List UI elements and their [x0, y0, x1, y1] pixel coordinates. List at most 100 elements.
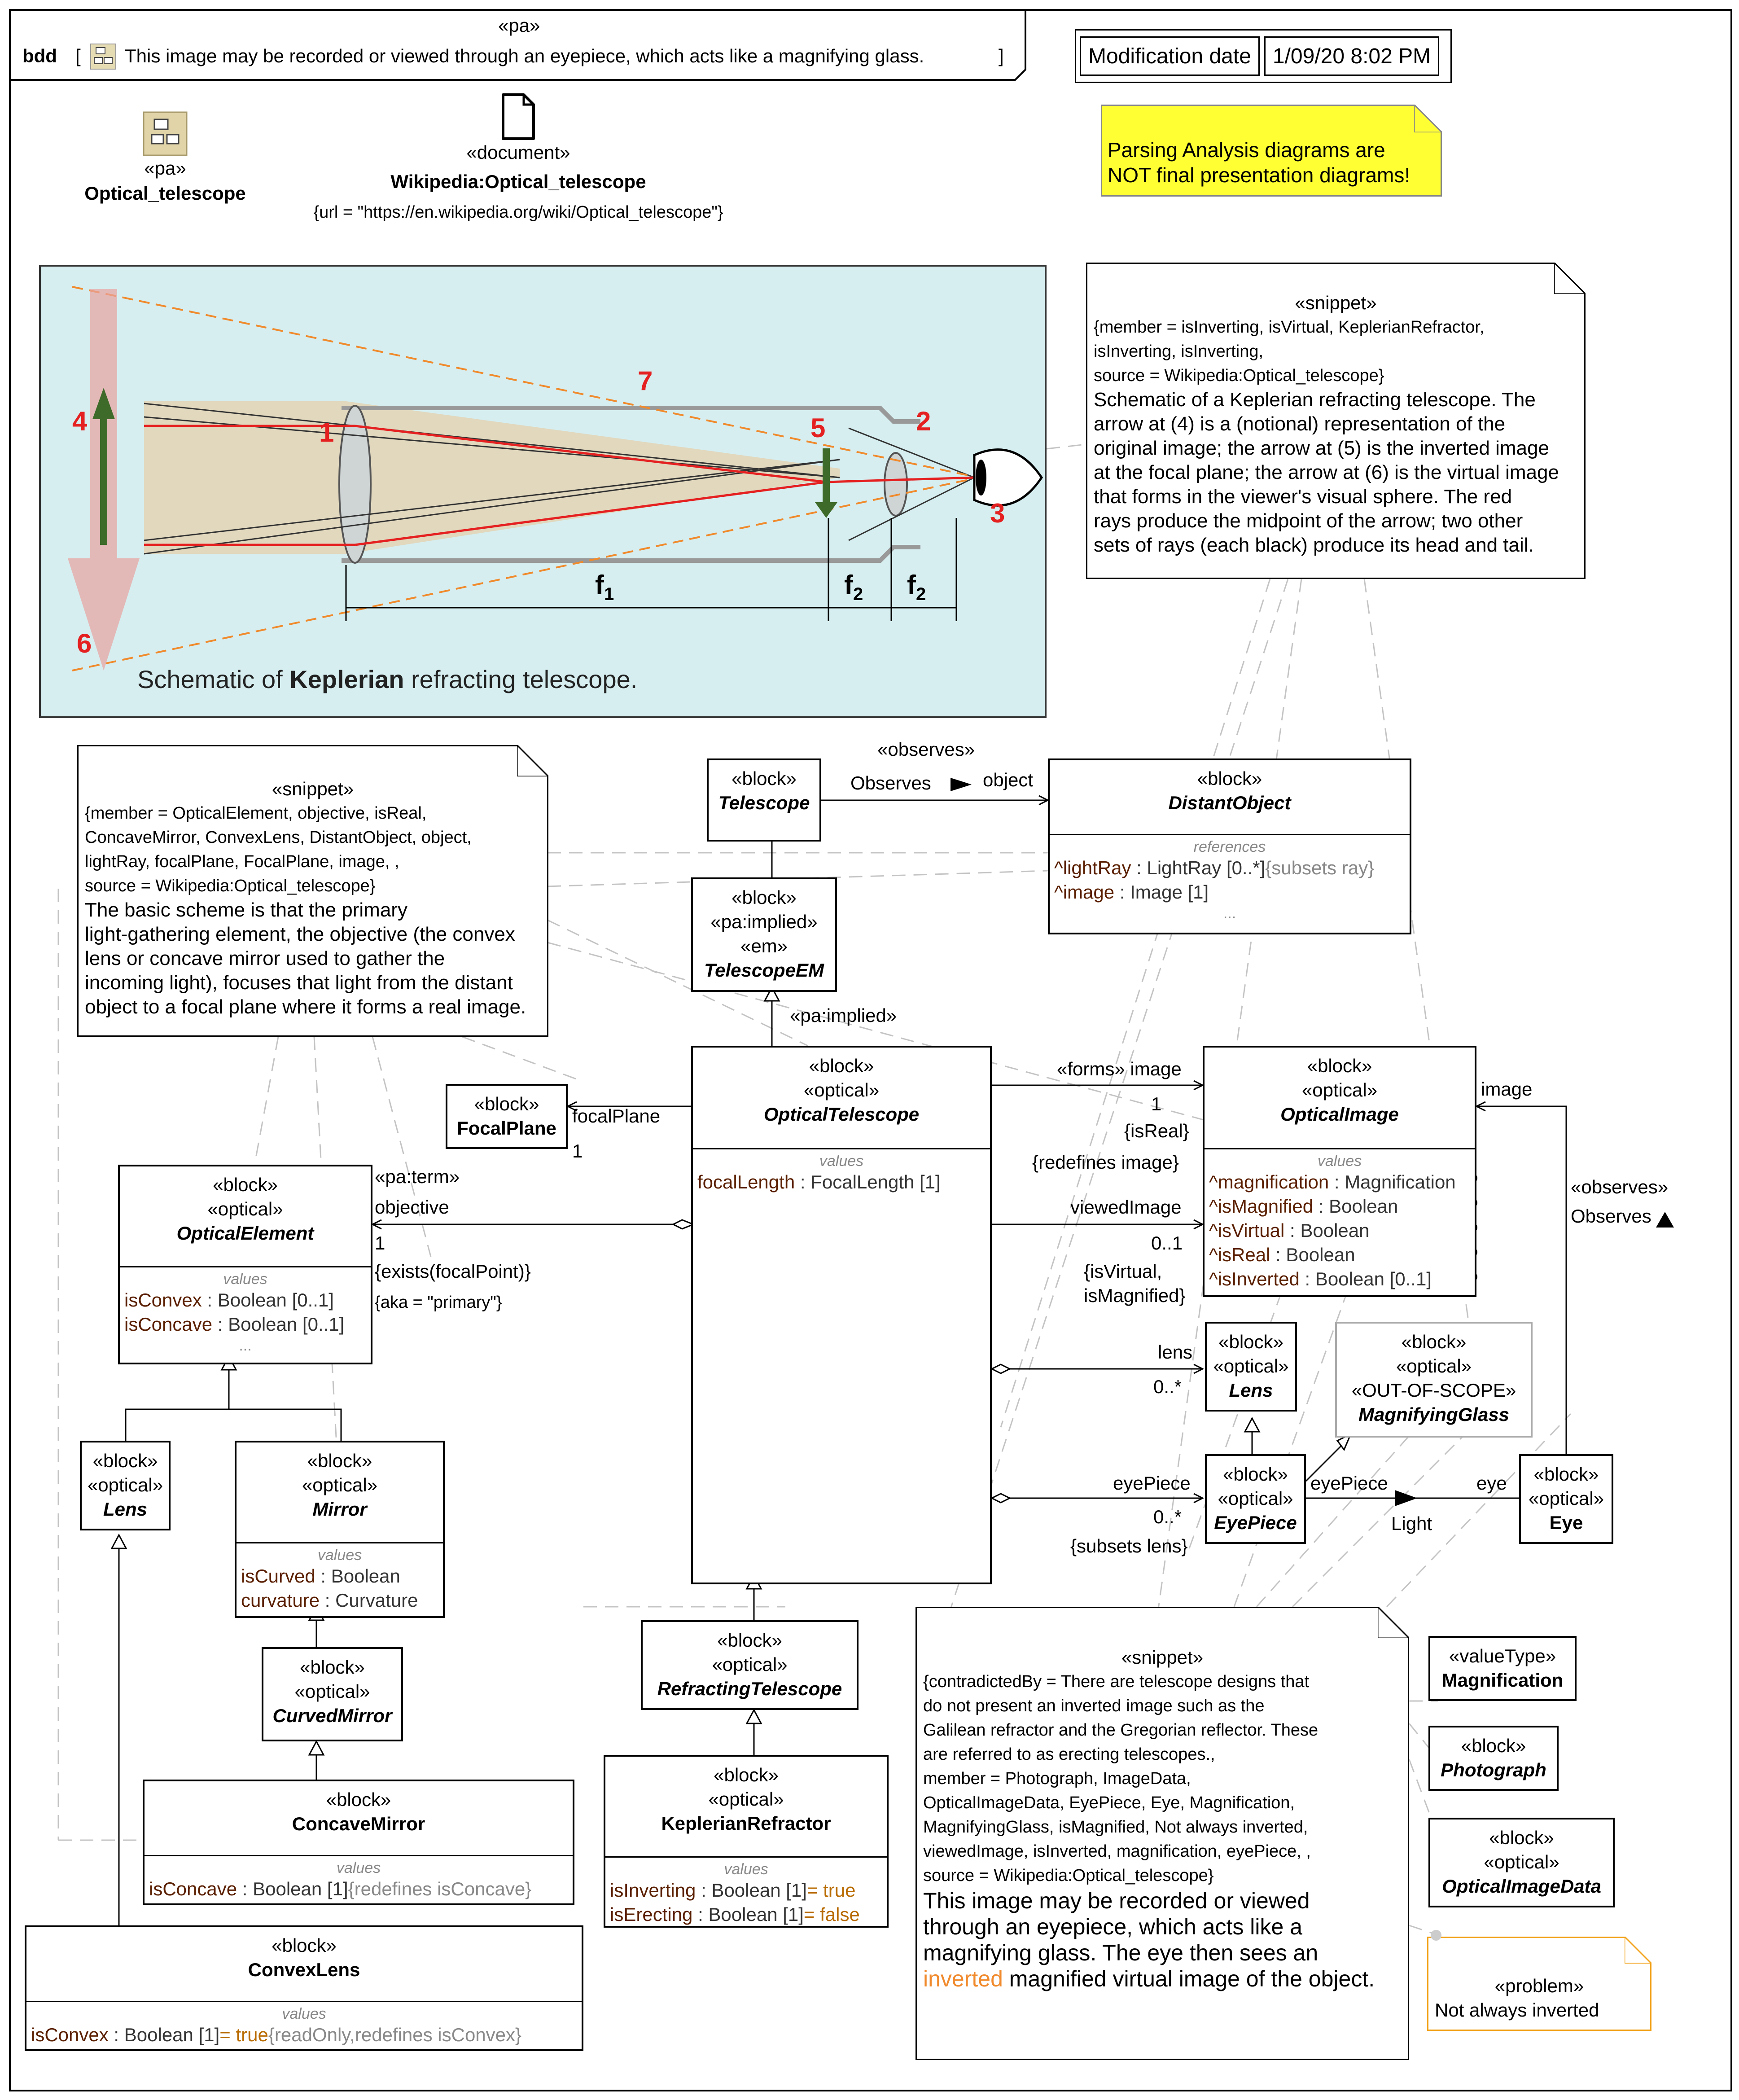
focal-length-f2-a: f2 [844, 570, 863, 605]
snippet-meta-line: source = Wikipedia:Optical_telescope} [923, 1866, 1214, 1885]
snippet-text-line: light-gathering element, the objective (… [85, 923, 515, 945]
snippet-meta-line: {contradictedBy = There are telescope de… [923, 1672, 1310, 1691]
values-compartment: values isInverting : Boolean [1]= true i… [605, 1856, 887, 1931]
schematic-label-4: 4 [72, 406, 88, 436]
values-compartment: values ^magnification : Magnification ^i… [1205, 1148, 1475, 1296]
block-lens-left[interactable]: «block»«optical»Lens [80, 1441, 171, 1530]
block-photograph[interactable]: «block»Photograph [1428, 1726, 1559, 1791]
edge-aka: {aka = "primary"} [375, 1293, 502, 1312]
note-corner [1413, 103, 1444, 133]
pa-package-icon[interactable] [143, 111, 188, 156]
edge-image-role: image [1481, 1078, 1533, 1100]
edge-pa-implied: «pa:implied» [790, 1005, 897, 1026]
schematic-label-3: 3 [990, 498, 1005, 528]
frame-stereotype: «pa» [498, 15, 540, 36]
edge-observes-stereotype: «observes» [877, 739, 975, 760]
block-magnifying-glass[interactable]: «block»«optical»«OUT-OF-SCOPE»Magnifying… [1335, 1322, 1533, 1438]
snippet-basic-scheme: «snippet» {member = OpticalElement, obje… [77, 743, 550, 1037]
pa-package-stereotype: «pa» [144, 158, 186, 179]
bracket-close: ] [999, 45, 1004, 66]
edge-subsets-lens: {subsets lens} [1070, 1535, 1188, 1556]
block-name: ConvexLens [248, 1959, 360, 1980]
problem-anchor-dot [1431, 1930, 1441, 1941]
block-refracting-telescope[interactable]: «block»«optical»RefractingTelescope [641, 1620, 859, 1710]
block-name: OpticalElement [176, 1223, 314, 1244]
association-lines [372, 800, 1567, 1498]
modification-table: Modification date 1/09/20 8:02 PM [1075, 29, 1452, 83]
block-convex-lens[interactable]: «block»ConvexLens values isConvex : Bool… [25, 1925, 583, 2051]
property-row: ^isReal : Boolean [1209, 1244, 1355, 1265]
block-optical-element[interactable]: «block»«optical»OpticalElement values is… [118, 1165, 372, 1364]
frame-tab-edge [9, 9, 1026, 81]
block-eye[interactable]: «block»«optical»Eye [1519, 1454, 1613, 1544]
block-lens-right[interactable]: «block»«optical»Lens [1205, 1322, 1297, 1412]
block-optical-telescope[interactable]: «block»«optical»OpticalTelescope values … [691, 1046, 992, 1584]
block-keplerian-refractor[interactable]: «block»«optical»KeplerianRefractor value… [604, 1755, 889, 1928]
block-focal-plane[interactable]: «block»FocalPlane [446, 1084, 568, 1149]
references-compartment: references ^lightRay : LightRay [0..*]{s… [1050, 834, 1410, 927]
block-distant-object[interactable]: «block»DistantObject references ^lightRa… [1048, 758, 1411, 934]
edge-focal-plane-mult: 1 [572, 1140, 583, 1162]
snippet-stereotype: «snippet» [1121, 1647, 1204, 1668]
block-name: KeplerianRefractor [661, 1813, 831, 1834]
modification-label: Modification date [1080, 36, 1260, 76]
inverted-highlight[interactable]: inverted [923, 1966, 1003, 1991]
edge-forms-mult: 1 [1151, 1093, 1162, 1114]
block-curved-mirror[interactable]: «block»«optical»CurvedMirror [262, 1647, 403, 1741]
block-eyepiece[interactable]: «block»«optical»EyePiece [1205, 1454, 1306, 1544]
edge-lens-role: lens [1158, 1342, 1193, 1363]
edge-observes-2: Observes [1571, 1206, 1651, 1227]
schematic-drawing [68, 286, 1043, 671]
snippet-text-line: This image may be recorded or viewed [923, 1888, 1310, 1913]
edge-observes-stereotype-2: «observes» [1571, 1176, 1669, 1197]
property-row: isConvex : Boolean [1]= true{readOnly,re… [31, 2024, 522, 2045]
block-concave-mirror[interactable]: «block»ConcaveMirror values isConcave : … [143, 1780, 574, 1905]
bracket-open: [ [75, 45, 81, 66]
snippet-meta-line: OpticalImageData, EyePiece, Eye, Magnifi… [923, 1793, 1295, 1812]
snippet-text-line: arrow at (4) is a (notional) representat… [1094, 413, 1506, 435]
property-row: curvature : Curvature [241, 1590, 418, 1611]
edge-viewed-image-mult: 0..1 [1151, 1232, 1183, 1254]
block-magnification[interactable]: «valueType»Magnification [1428, 1636, 1577, 1701]
edge-exists-constraint: {exists(focalPoint)} [375, 1261, 531, 1282]
block-name: Lens [1229, 1380, 1273, 1401]
block-name: Mirror [312, 1499, 367, 1520]
snippet-text-line: lens or concave mirror used to gather th… [85, 947, 445, 969]
property-row: ^image : Image [1] [1054, 881, 1209, 903]
document-name[interactable]: Wikipedia:Optical_telescope [390, 171, 646, 192]
property-row: ^lightRay : LightRay [0..*]{subsets ray} [1054, 857, 1375, 878]
edge-object-role: object [983, 769, 1034, 790]
edge-is-virtual: {isVirtual, [1084, 1261, 1162, 1282]
keplerian-schematic-image: 7 4 1 5 2 3 6 f1 f2 f2 Schematic of Kepl… [39, 265, 1047, 718]
snippet-text-line: incoming light), focuses that light from… [85, 972, 513, 994]
snippet-text-line: inverted magnified virtual image of the … [923, 1966, 1375, 1991]
diagram-frame [9, 9, 1732, 2091]
snippet-meta-line: source = Wikipedia:Optical_telescope} [85, 877, 376, 895]
block-name: RefractingTelescope [657, 1678, 842, 1699]
direction-triangles [951, 778, 1674, 1506]
schematic-label-7: 7 [638, 366, 653, 396]
edge-redefines-image: {redefines image} [1032, 1152, 1179, 1173]
block-telescope-em[interactable]: «block»«pa:implied»«em»TelescopeEM [691, 877, 837, 992]
block-name: CurvedMirror [272, 1705, 392, 1726]
property-row: isErecting : Boolean [1]= false [610, 1904, 860, 1925]
block-name: FocalPlane [457, 1118, 556, 1139]
block-name: Telescope [718, 792, 810, 813]
edge-eyepiece-role: eyePiece [1113, 1473, 1191, 1494]
block-optical-image[interactable]: «block»«optical»OpticalImage values ^mag… [1203, 1046, 1476, 1297]
snippet-eyepiece: «snippet» {contradictedBy = There are te… [915, 1605, 1411, 2060]
snippet-meta-line: lightRay, focalPlane, FocalPlane, image,… [85, 852, 399, 871]
document-icon[interactable] [500, 92, 536, 141]
snippet-meta-line: MagnifyingGlass, isMagnified, Not always… [923, 1818, 1308, 1837]
block-name: Lens [103, 1499, 148, 1520]
block-telescope[interactable]: «block»Telescope [707, 758, 821, 842]
property-row: focalLength : FocalLength [1] [697, 1171, 941, 1192]
block-mirror[interactable]: «block»«optical»Mirror values isCurved :… [235, 1441, 445, 1618]
edge-focal-plane-role: focalPlane [572, 1105, 661, 1127]
pa-package-name[interactable]: Optical_telescope [84, 183, 246, 204]
snippet-text-line: The basic scheme is that the primary [85, 899, 407, 921]
schematic-label-6: 6 [77, 628, 92, 658]
block-optical-image-data[interactable]: «block»«optical»OpticalImageData [1428, 1818, 1615, 1907]
snippet-text-line: object to a focal plane where it forms a… [85, 996, 526, 1018]
property-row: isCurved : Boolean [241, 1565, 400, 1587]
